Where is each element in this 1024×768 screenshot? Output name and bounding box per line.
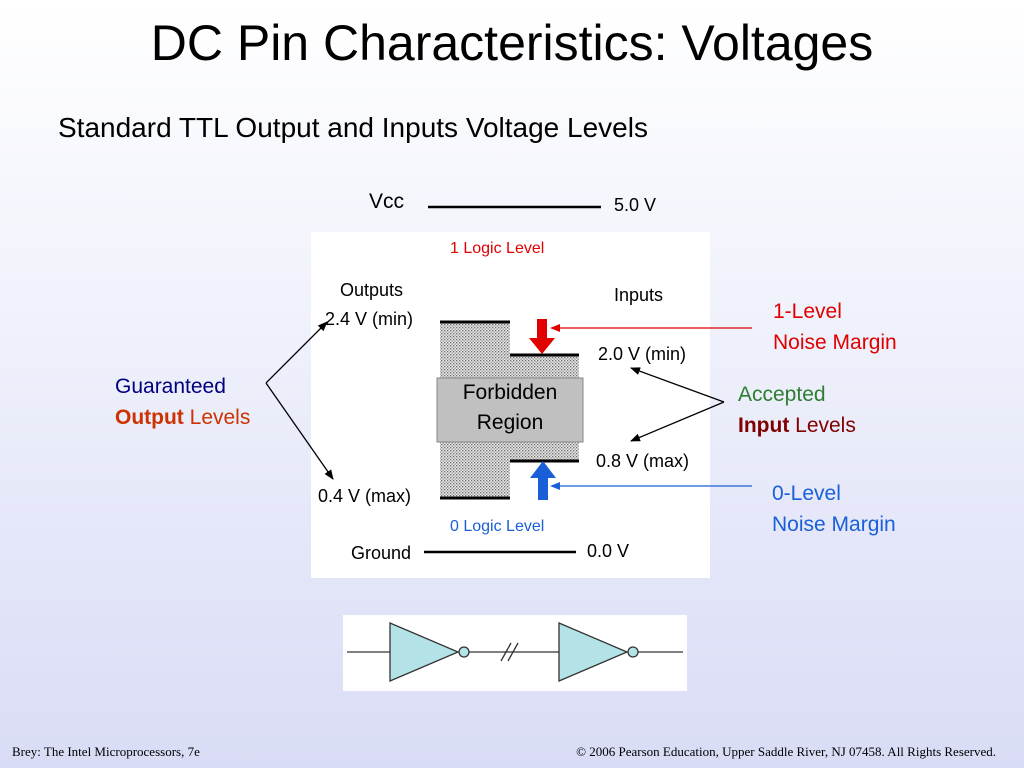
- ground-value: 0.0 V: [587, 541, 630, 561]
- guaranteed-arrow-down: [265, 382, 334, 480]
- footer-left: Brey: The Intel Microprocessors, 7e: [12, 744, 200, 759]
- slide-title: DC Pin Characteristics: Voltages: [150, 15, 874, 71]
- footer-right: © 2006 Pearson Education, Upper Saddle R…: [576, 744, 996, 759]
- guaranteed-arrow-up: [265, 321, 328, 384]
- break-mark-icon: [500, 642, 512, 662]
- accepted-line1: Accepted: [738, 383, 826, 406]
- input-emphasis: Input: [738, 414, 790, 437]
- output-emphasis: Output: [115, 406, 184, 429]
- noise-margin-1: 1-Level Noise Margin: [773, 296, 897, 358]
- outputs-header: Outputs: [340, 280, 404, 300]
- inverter-chain-panel: [343, 615, 687, 691]
- vol-max-label: 0.4 V (max): [318, 486, 412, 506]
- slide-subtitle: Standard TTL Output and Inputs Voltage L…: [58, 112, 648, 143]
- logic0-label: 0 Logic Level: [450, 518, 545, 535]
- accepted-arrow-down: [630, 401, 725, 442]
- guaranteed-output-levels: Guaranteed Output Levels: [115, 371, 250, 433]
- input-levels-text: Levels: [789, 414, 856, 437]
- inverter-bubble-1: [458, 646, 470, 658]
- output-levels-text: Levels: [183, 406, 251, 429]
- noise0-line2: Noise Margin: [772, 513, 896, 536]
- inverter-bubble-2: [627, 646, 639, 658]
- guaranteed-line1: Guaranteed: [115, 375, 226, 398]
- accepted-input-levels: Accepted Input Levels: [738, 379, 856, 441]
- forbidden-region-label: Forbidden Region: [437, 378, 583, 438]
- forbidden-line1: Forbidden: [462, 381, 558, 404]
- noise1-arrow-icon: [529, 319, 555, 354]
- accepted-arrow-up: [630, 367, 725, 403]
- vih-min-label: 2.0 V (min): [598, 344, 687, 364]
- forbidden-line2: Region: [476, 411, 544, 434]
- noise1-line1: 1-Level: [773, 300, 842, 323]
- logic1-label: 1 Logic Level: [450, 240, 545, 257]
- vcc-label: Vcc: [369, 190, 405, 213]
- inverter-chain-icon: [347, 622, 683, 682]
- forbidden-region-box: [436, 377, 584, 443]
- noise-margin-0: 0-Level Noise Margin: [772, 478, 896, 540]
- ground-label: Ground: [351, 543, 412, 563]
- noise0-line1: 0-Level: [772, 482, 841, 505]
- guaranteed-line2: Output Levels: [115, 402, 250, 433]
- noise1-line2: Noise Margin: [773, 331, 897, 354]
- inputs-header: Inputs: [614, 285, 664, 305]
- inverter-gate-1: [389, 622, 460, 682]
- vil-max-label: 0.8 V (max): [596, 451, 690, 471]
- noise0-arrow-icon: [530, 461, 556, 500]
- vcc-value: 5.0 V: [614, 195, 657, 215]
- inverter-gate-2: [558, 622, 629, 682]
- voh-min-label: 2.4 V (min): [325, 309, 414, 329]
- accepted-line2: Input Levels: [738, 410, 856, 441]
